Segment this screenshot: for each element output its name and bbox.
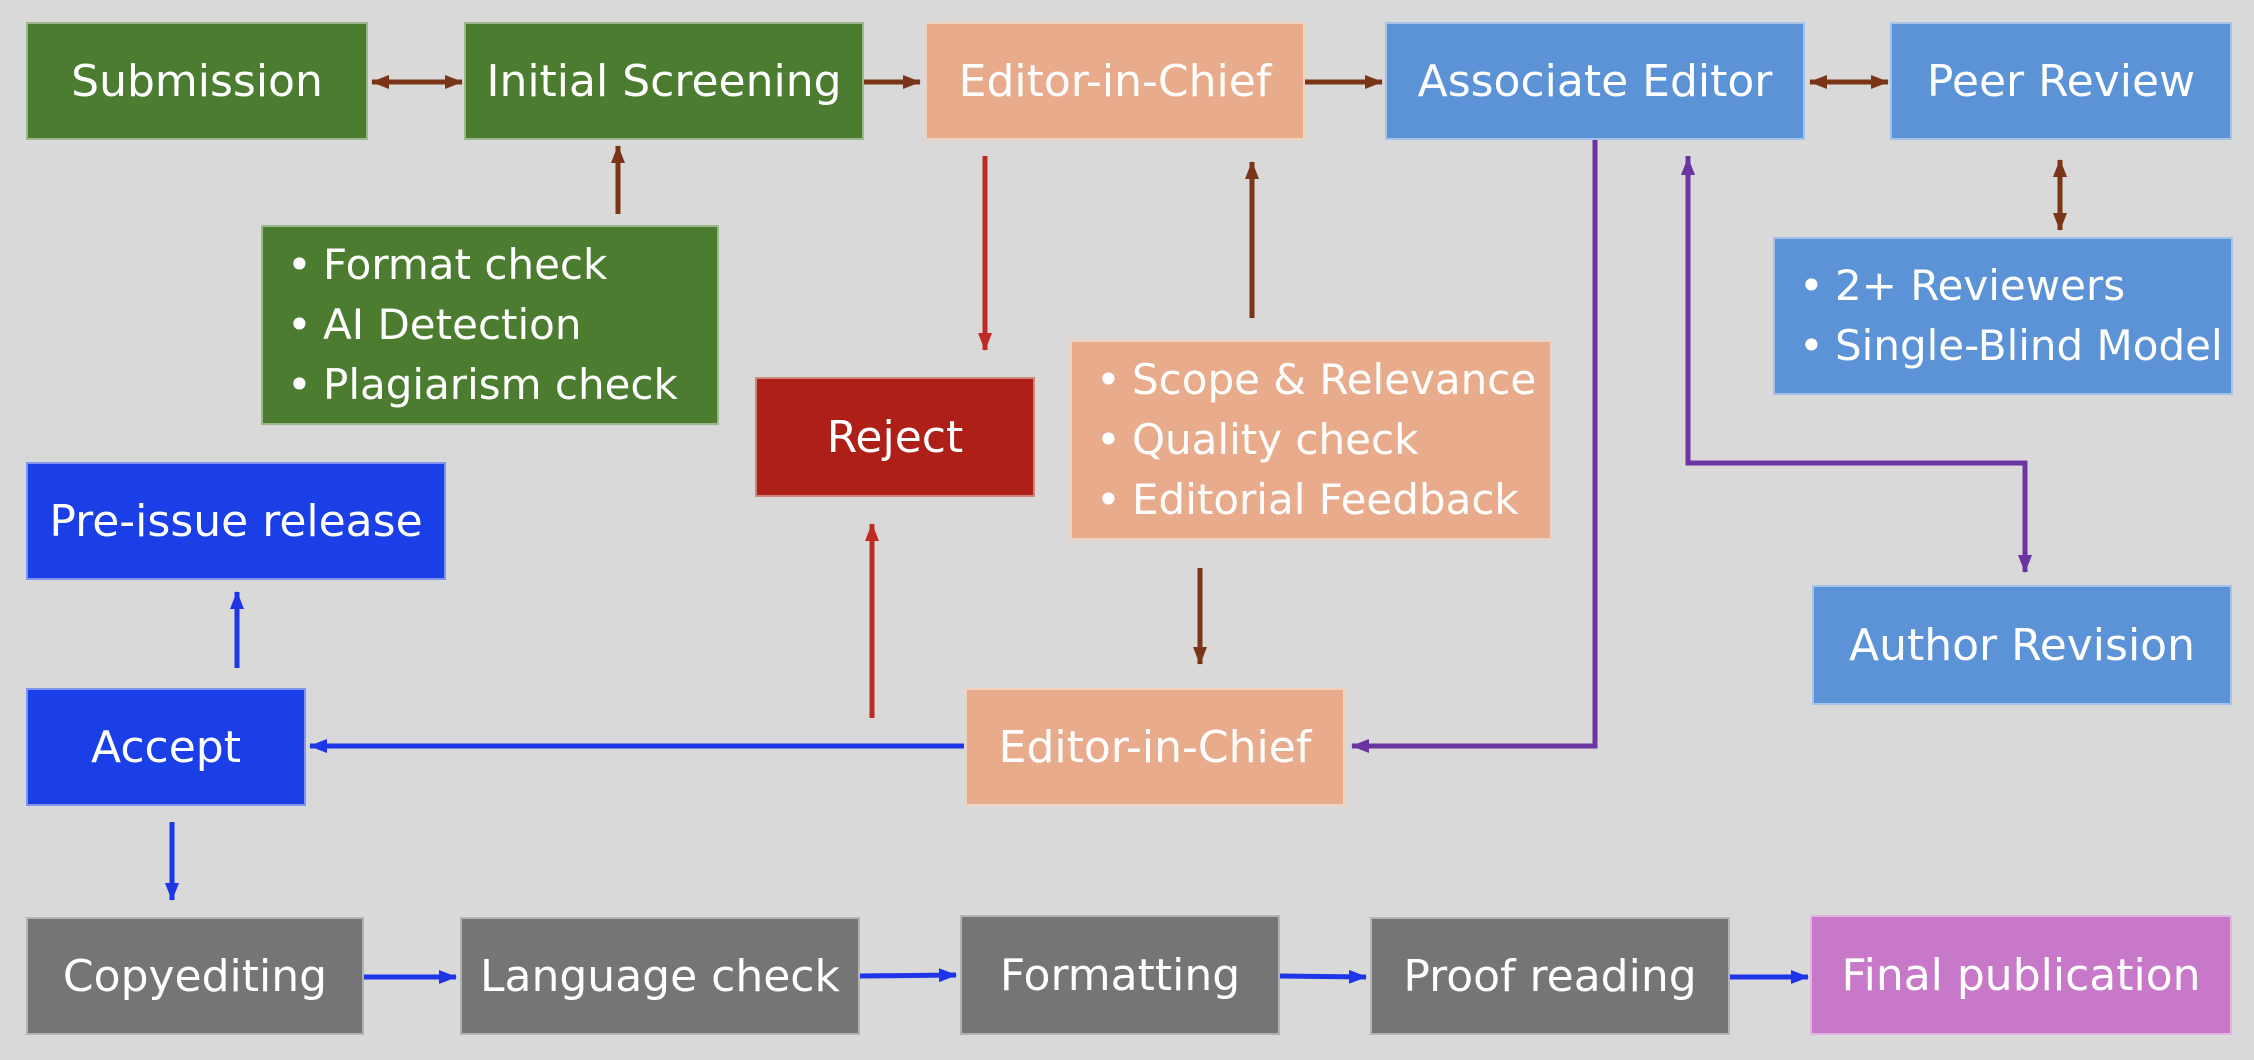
peer-review-node: Peer Review	[1890, 22, 2232, 140]
formatting-label: Formatting	[999, 949, 1241, 1001]
editor-in-chief-bottom-label: Editor-in-Chief	[998, 721, 1312, 773]
peer-review-label: Peer Review	[1926, 55, 2196, 107]
review-detail-item: 2+ Reviewers	[1799, 256, 2223, 316]
screening-check-item: AI Detection	[287, 295, 678, 355]
formatting-node: Formatting	[960, 915, 1280, 1035]
pre-issue-release-node: Pre-issue release	[26, 462, 446, 580]
editorial-check-item: Editorial Feedback	[1096, 470, 1536, 530]
editor-in-chief-bottom-node: Editor-in-Chief	[965, 688, 1345, 806]
arrow-associate-eic-bottom	[1351, 140, 1598, 753]
submission-node: Submission	[26, 22, 368, 140]
initial-screening-label: Initial Screening	[486, 55, 842, 107]
submission-label: Submission	[71, 55, 323, 107]
editorial-checks-box: Scope & Relevance Quality check Editoria…	[1070, 340, 1552, 540]
review-detail-item: Single-Blind Model	[1799, 316, 2223, 376]
arrow-revision-loop	[1685, 156, 2032, 573]
initial-screening-node: Initial Screening	[464, 22, 864, 140]
review-details-box: 2+ Reviewers Single-Blind Model	[1773, 237, 2233, 395]
screening-checks-list: Format check AI Detection Plagiarism che…	[287, 235, 678, 415]
editor-in-chief-top-node: Editor-in-Chief	[925, 22, 1305, 140]
arrow-formatting-proof	[1279, 969, 1367, 984]
editorial-check-item: Quality check	[1096, 410, 1536, 470]
associate-editor-node: Associate Editor	[1385, 22, 1805, 140]
language-check-label: Language check	[480, 950, 840, 1002]
accept-label: Accept	[91, 721, 241, 773]
editorial-check-item: Scope & Relevance	[1096, 350, 1536, 410]
author-revision-node: Author Revision	[1812, 585, 2232, 705]
arrow-language-formatting	[859, 968, 957, 983]
associate-editor-label: Associate Editor	[1417, 55, 1773, 107]
pre-issue-release-label: Pre-issue release	[49, 495, 423, 547]
editorial-checks-list: Scope & Relevance Quality check Editoria…	[1096, 350, 1536, 530]
language-check-node: Language check	[460, 917, 860, 1035]
screening-check-item: Format check	[287, 235, 678, 295]
final-publication-node: Final publication	[1810, 915, 2232, 1035]
screening-checks-box: Format check AI Detection Plagiarism che…	[261, 225, 719, 425]
screening-check-item: Plagiarism check	[287, 355, 678, 415]
reject-node: Reject	[755, 377, 1035, 497]
final-publication-label: Final publication	[1841, 949, 2201, 1001]
reject-label: Reject	[826, 411, 964, 463]
copyediting-node: Copyediting	[26, 917, 364, 1035]
proof-reading-node: Proof reading	[1370, 917, 1730, 1035]
author-revision-label: Author Revision	[1848, 619, 2195, 671]
accept-node: Accept	[26, 688, 306, 806]
review-details-list: 2+ Reviewers Single-Blind Model	[1799, 256, 2223, 376]
proof-reading-label: Proof reading	[1403, 950, 1697, 1002]
editor-in-chief-top-label: Editor-in-Chief	[958, 55, 1272, 107]
copyediting-label: Copyediting	[62, 950, 328, 1002]
